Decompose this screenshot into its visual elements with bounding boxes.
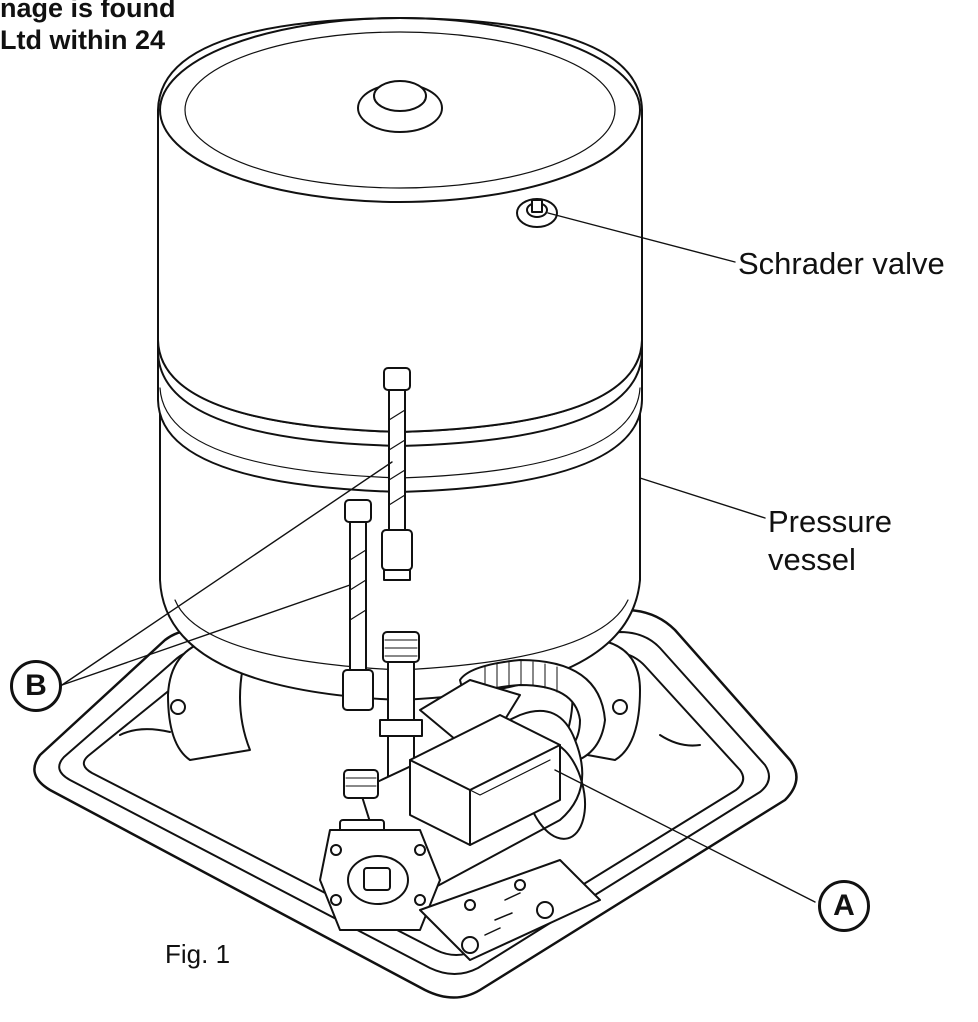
leader-b-upper (61, 461, 393, 686)
leader-schrader-valve (547, 212, 736, 263)
header-text-line-2: Ltd within 24 (0, 25, 165, 55)
leader-lines (61, 212, 816, 903)
pipe-b-upper (381, 367, 413, 581)
pipe-b-lower (342, 499, 374, 711)
label-pressure-vessel-line-2: vessel (768, 542, 856, 577)
marker-a: A (818, 880, 870, 932)
marker-b: B (10, 660, 62, 712)
pressure-vessel (157, 17, 643, 701)
leader-pressure-vessel (639, 477, 766, 519)
figure-caption: Fig. 1 (165, 939, 231, 969)
pump-assembly (319, 679, 601, 961)
leader-a (554, 769, 816, 903)
header-text-line-1: nage is found (0, 0, 176, 23)
label-schrader-valve: Schrader valve (738, 246, 945, 281)
label-pressure-vessel-line-1: Pressure (768, 504, 893, 539)
leader-b-lower (61, 584, 351, 686)
